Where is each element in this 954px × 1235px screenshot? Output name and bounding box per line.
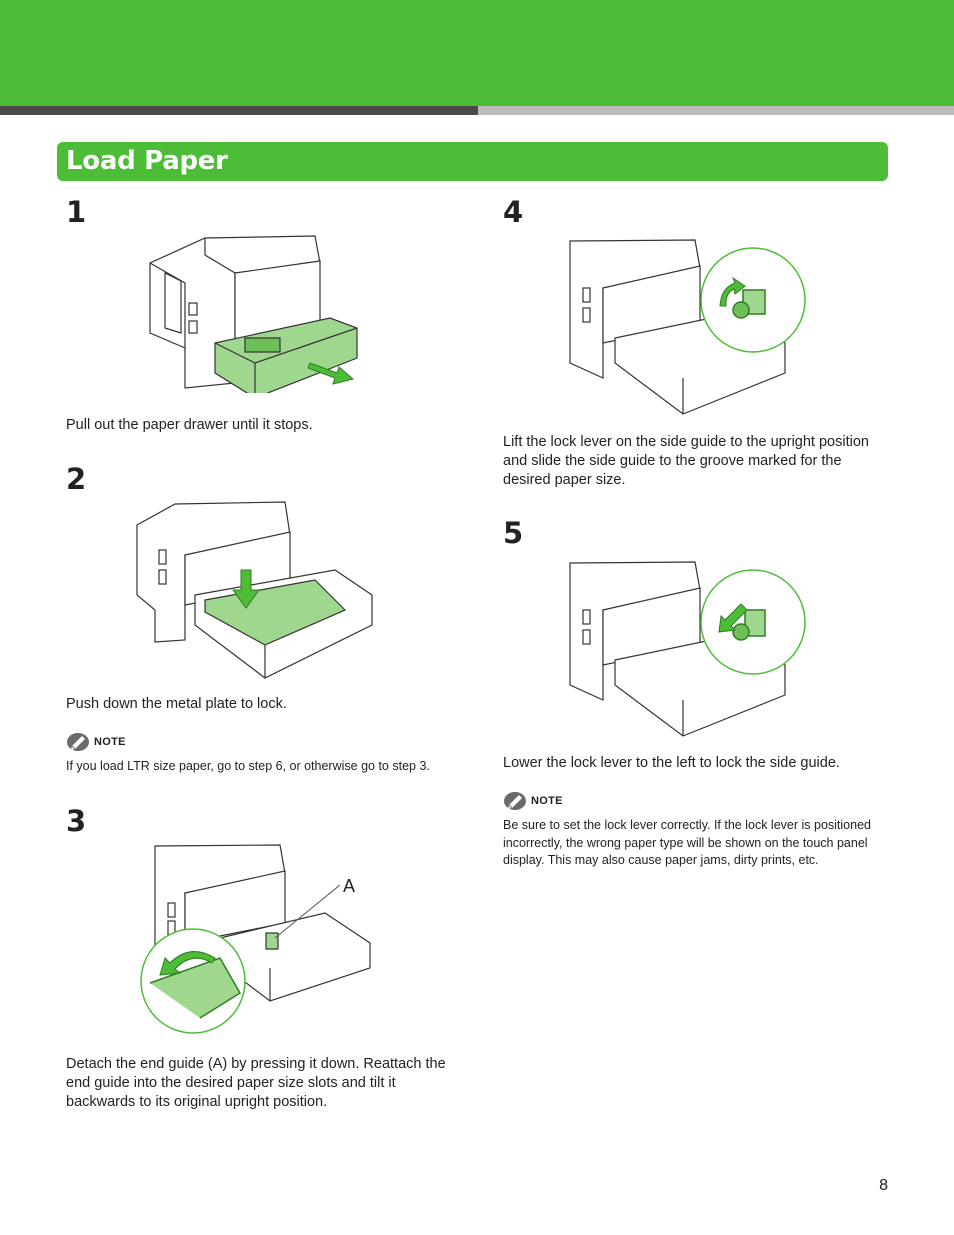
paper-drawer-pulled xyxy=(214,317,358,393)
note-1-label: NOTE xyxy=(94,736,126,748)
header-rule-light xyxy=(478,106,954,115)
push-down-arrow-icon xyxy=(232,569,260,609)
step-5-text: Lower the lock lever to the left to lock… xyxy=(503,755,840,771)
section-title-bar: Load Paper xyxy=(57,142,888,181)
step-2-figure xyxy=(136,501,373,679)
step-4-number: 4 xyxy=(503,195,524,229)
zoom-inset xyxy=(140,928,246,1034)
step-3-text: Detach the end guide (A) by pressing it … xyxy=(66,1056,446,1110)
page-number: 8 xyxy=(879,1177,888,1194)
callout-a-label: A xyxy=(343,876,355,896)
note-1: NOTE xyxy=(66,732,126,752)
note-2-text: Be sure to set the lock lever correctly.… xyxy=(503,818,871,867)
note-2: NOTE xyxy=(503,791,563,811)
step-2-number: 2 xyxy=(66,462,87,496)
note-2-label: NOTE xyxy=(531,795,563,807)
step-2-text: Push down the metal plate to lock. xyxy=(66,696,287,712)
step-4-text: Lift the lock lever on the side guide to… xyxy=(503,434,869,488)
note-pencil-icon xyxy=(504,792,526,810)
step-5-figure xyxy=(569,561,806,737)
zoom-inset xyxy=(700,247,806,353)
step-3-number: 3 xyxy=(66,804,87,838)
copier-illustration xyxy=(154,844,286,964)
lift-lever-arrow-icon xyxy=(719,276,746,307)
header-band xyxy=(0,0,954,106)
note-pencil-icon xyxy=(67,733,89,751)
header-rule-dark xyxy=(0,106,478,115)
zoom-inset xyxy=(700,569,806,675)
copier-illustration xyxy=(149,235,321,389)
step-1-text: Pull out the paper drawer until it stops… xyxy=(66,417,313,433)
copier-illustration xyxy=(569,239,701,379)
tilt-arrow-icon xyxy=(159,951,216,976)
step-1-figure xyxy=(149,235,358,393)
note-1-text: If you load LTR size paper, go to step 6… xyxy=(66,759,430,773)
copier-illustration xyxy=(569,561,701,701)
step-3-figure: A xyxy=(140,844,371,1034)
step-1-number: 1 xyxy=(66,195,87,229)
page-title: Load Paper xyxy=(66,146,228,176)
callout-leader-line xyxy=(274,884,341,939)
pull-arrow-icon xyxy=(307,362,355,385)
step-4-figure xyxy=(569,239,806,415)
step-5-number: 5 xyxy=(503,516,524,550)
copier-illustration xyxy=(136,501,291,643)
lower-lever-arrow-icon xyxy=(718,603,748,633)
